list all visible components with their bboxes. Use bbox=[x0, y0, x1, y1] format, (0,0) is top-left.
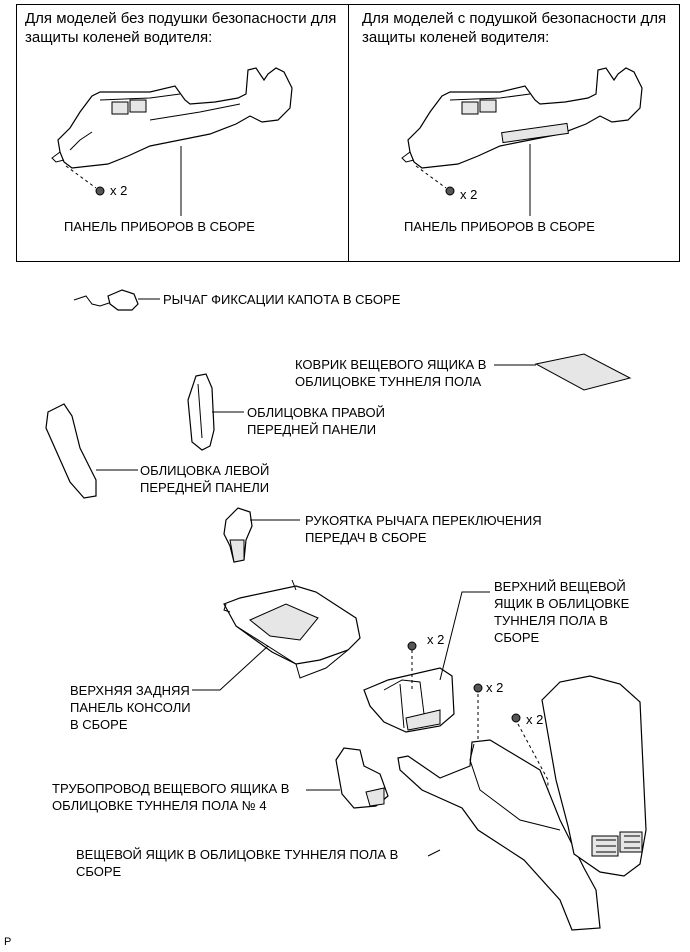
shift-knob-label: РУКОЯТКА РЫЧАГА ПЕРЕКЛЮЧЕНИЯ ПЕРЕДАЧ В С… bbox=[305, 513, 542, 545]
left-variant-header: Для моделей без подушки безопасности для… bbox=[25, 10, 337, 46]
right-trim-label: ОБЛИЦОВКА ПРАВОЙ ПЕРЕДНЕЙ ПАНЕЛИ bbox=[247, 405, 385, 437]
hood-lever bbox=[73, 289, 139, 311]
duct-label: ТРУБОПРОВОД ВЕЩЕВОГО ЯЩИКА В ОБЛИЦОВКЕ Т… bbox=[52, 781, 290, 813]
console-box-label: ВЕЩЕВОЙ ЯЩИК В ОБЛИЦОВКЕ ТУННЕЛЯ ПОЛА В … bbox=[76, 847, 399, 879]
right-instrument-panel-label: ПАНЕЛЬ ПРИБОРОВ В СБОРЕ bbox=[404, 219, 595, 234]
right-trim-part bbox=[187, 373, 215, 451]
clip-a-count: x 2 bbox=[427, 632, 445, 647]
clip-right bbox=[445, 186, 455, 196]
clip-c-count: x 2 bbox=[526, 712, 544, 727]
rear-panel-label: ВЕРХНЯЯ ЗАДНЯЯ ПАНЕЛЬ КОНСОЛИ В СБОРЕ bbox=[70, 683, 191, 732]
left-clip-count: x 2 bbox=[110, 183, 128, 198]
right-variant-header: Для моделей с подушкой безопасности для … bbox=[362, 10, 667, 46]
right-clip-count: x 2 bbox=[460, 187, 478, 202]
clip-b-count: x 2 bbox=[486, 680, 504, 695]
instrument-panel-right bbox=[401, 67, 643, 169]
right-variant-box bbox=[348, 4, 680, 262]
clip-c bbox=[511, 713, 521, 723]
left-instrument-panel-label: ПАНЕЛЬ ПРИБОРОВ В СБОРЕ bbox=[64, 219, 255, 234]
box-mat-label: КОВРИК ВЕЩЕВОГО ЯЩИКА В ОБЛИЦОВКЕ ТУННЕЛ… bbox=[295, 357, 487, 389]
instrument-panel-left bbox=[51, 67, 293, 169]
left-trim-label: ОБЛИЦОВКА ЛЕВОЙ ПЕРЕДНЕЙ ПАНЕЛИ bbox=[140, 463, 270, 495]
clip-left bbox=[95, 186, 105, 196]
console-box-part bbox=[397, 675, 647, 931]
upper-box-label: ВЕРХНИЙ ВЕЩЕВОЙ ЯЩИК В ОБЛИЦОВКЕ ТУННЕЛЯ… bbox=[494, 579, 630, 645]
figure-code: P bbox=[4, 936, 12, 948]
box-mat bbox=[534, 353, 632, 391]
clip-a bbox=[407, 641, 417, 651]
shift-knob-part bbox=[223, 507, 253, 563]
upper-box-part bbox=[363, 667, 455, 733]
duct-part bbox=[335, 747, 389, 809]
hood-lever-label: РЫЧАГ ФИКСАЦИИ КАПОТА В СБОРЕ bbox=[163, 292, 401, 307]
clip-b bbox=[473, 683, 483, 693]
left-trim-part bbox=[45, 403, 97, 499]
rear-panel-part bbox=[223, 579, 361, 679]
